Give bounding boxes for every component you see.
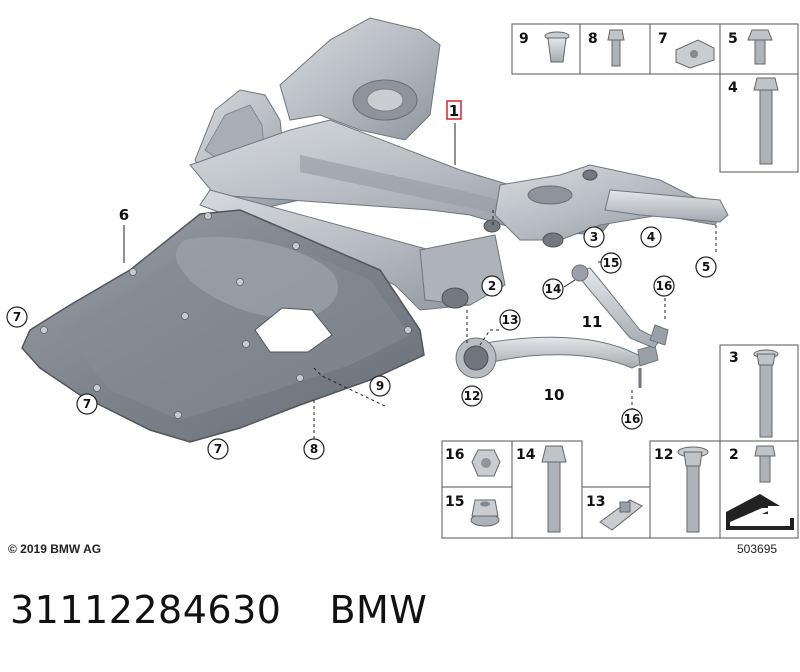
callout-10: 10 — [544, 386, 565, 404]
table-cell-15: 15 — [445, 494, 464, 510]
diagram-id: 503695 — [737, 542, 778, 556]
callout-12: 12 — [464, 389, 481, 403]
hex-bolt-icon — [747, 29, 773, 65]
callout-2: 2 — [488, 279, 496, 293]
leader-lines — [123, 123, 717, 440]
short-bolt-icon — [754, 445, 776, 483]
hex-nut-icon — [471, 449, 501, 477]
callout-7-bottom-left: 7 — [83, 397, 91, 411]
expanding-nut-icon — [544, 31, 570, 63]
tension-strut — [455, 336, 659, 388]
callout-3: 3 — [590, 230, 598, 244]
table-cell-9: 9 — [519, 31, 529, 47]
brand-name: BMW — [329, 588, 428, 632]
washer-bolt-icon — [677, 446, 709, 533]
hex-flange-bolt-icon — [541, 445, 567, 533]
table-cell-8: 8 — [588, 31, 598, 47]
callout-11: 11 — [582, 313, 603, 331]
table-cell-16: 16 — [445, 447, 464, 463]
table-cell-12: 12 — [654, 447, 673, 463]
table-cell-14: 14 — [516, 447, 536, 463]
footer-caption: 31112284630 BMW — [10, 588, 427, 632]
table-cell-5: 5 — [728, 31, 738, 47]
part-number: 31112284630 — [10, 588, 282, 632]
table-cell-4: 4 — [728, 80, 738, 96]
bolt-icon — [607, 29, 625, 67]
copyright-text: © 2019 BMW AG — [8, 542, 102, 556]
callout-circles — [6, 226, 717, 460]
wishbone — [571, 264, 669, 349]
callout-16-lower: 16 — [624, 412, 641, 426]
fastener-table-top: 9 8 7 5 4 — [511, 23, 799, 173]
table-cell-2: 2 — [729, 447, 739, 463]
callout-14: 14 — [545, 282, 562, 296]
callout-7-bottom: 7 — [214, 442, 222, 456]
spring-nut-icon — [675, 39, 715, 69]
front-axle-carrier — [189, 17, 729, 311]
underbody-shield — [21, 209, 425, 443]
table-cell-7: 7 — [658, 31, 668, 47]
direction-arrow-icon — [726, 494, 794, 530]
callout-7-left: 7 — [13, 310, 21, 324]
highlight-box-item-1 — [446, 100, 462, 120]
callout-16-upper: 16 — [656, 279, 673, 293]
callout-9: 9 — [376, 379, 384, 393]
table-cell-13: 13 — [586, 494, 605, 510]
callout-4: 4 — [647, 230, 655, 244]
retaining-clip-icon — [599, 499, 643, 531]
callout-13: 13 — [502, 313, 519, 327]
callout-15: 15 — [603, 256, 620, 270]
table-cell-3: 3 — [729, 350, 739, 366]
fastener-table-bottom: 16 14 15 13 12 — [441, 440, 721, 539]
flange-nut-icon — [470, 499, 500, 527]
callout-1: 1 — [449, 102, 459, 120]
callout-6: 6 — [119, 206, 129, 224]
flange-bolt-icon — [753, 349, 779, 438]
long-bolt-icon — [753, 77, 779, 165]
callout-8: 8 — [310, 442, 318, 456]
callout-5: 5 — [702, 260, 710, 274]
fastener-table-right: 3 2 — [719, 344, 799, 539]
